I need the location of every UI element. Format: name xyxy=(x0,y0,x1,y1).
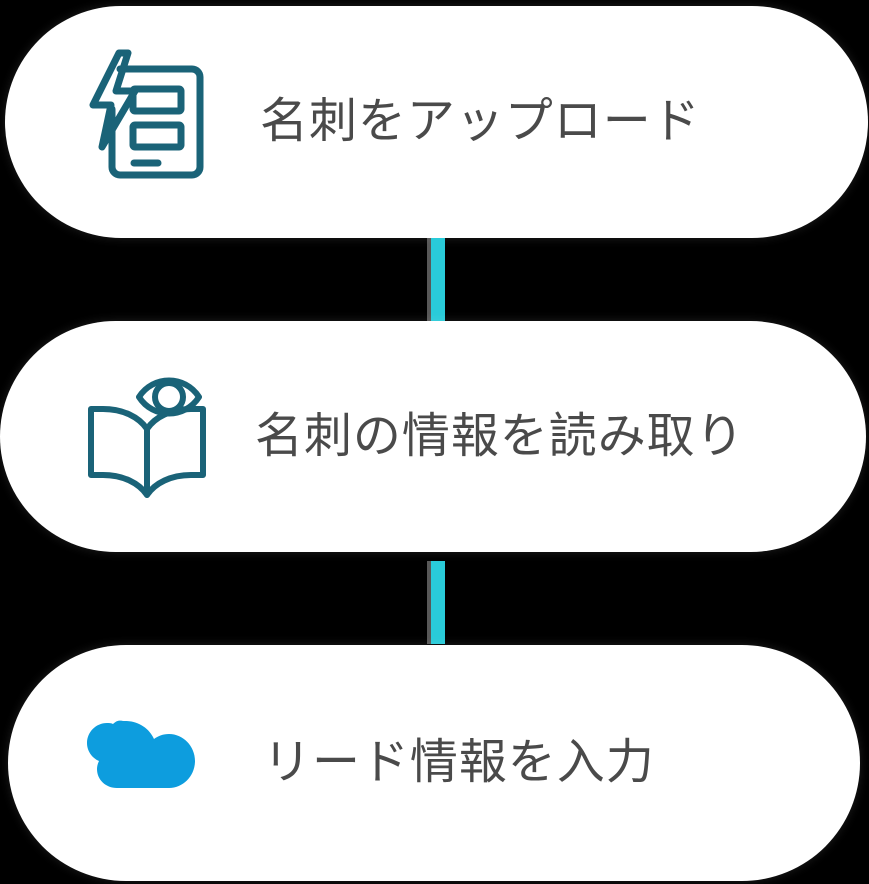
cloud-icon xyxy=(66,713,216,813)
book-eye-scan-icon xyxy=(72,367,222,507)
step-card-lead[interactable]: リード情報を入力 xyxy=(8,645,860,881)
step-card-label: 名刺をアップロード xyxy=(260,95,701,148)
step-card-scan[interactable]: 名刺の情報を読み取り xyxy=(0,321,866,552)
step-card-label: 名刺の情報を読み取り xyxy=(255,409,745,463)
business-card-upload-icon xyxy=(70,47,220,197)
connector-1 xyxy=(431,238,445,323)
step-card-label: リード情報を入力 xyxy=(263,736,655,789)
step-card-upload[interactable]: 名刺をアップロード xyxy=(5,6,868,238)
connector-2 xyxy=(431,561,445,644)
